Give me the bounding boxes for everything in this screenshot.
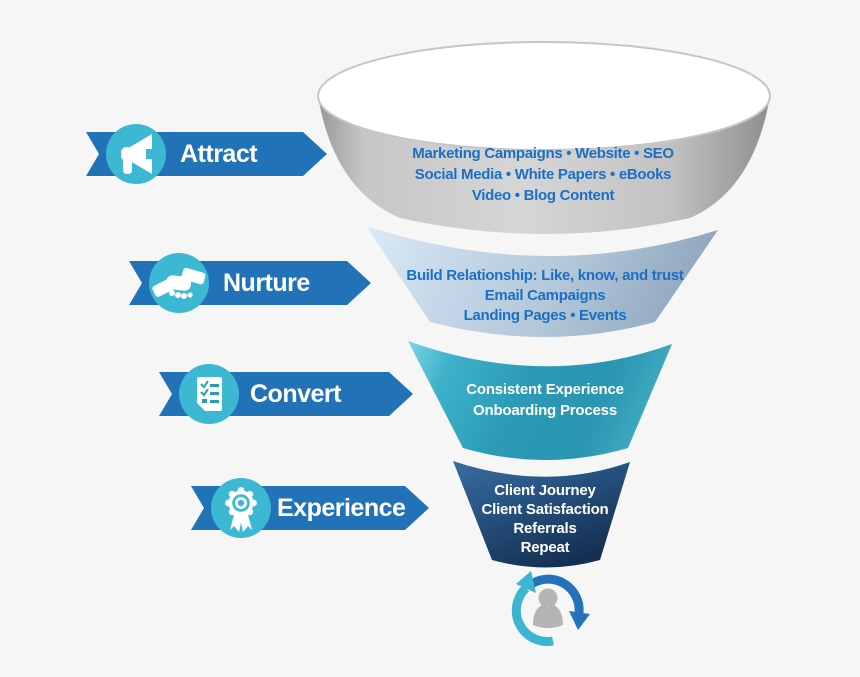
funnel-text-line: Social Media • White Papers • eBooks [414,166,672,183]
stage-banner-nurture: Nurture [129,251,371,315]
cycle-arrow-cyan-head [516,571,536,593]
funnel-text-line: Onboarding Process [473,402,617,419]
funnel-stage-convert-shape [408,341,672,460]
funnel-text-line: Email Campaigns [484,287,606,304]
stage-label-convert: Convert [250,380,341,408]
stage-banner-attract: Attract [86,122,327,186]
stage-label-nurture: Nurture [223,269,310,297]
funnel-text-line: Video • Blog Content [471,187,615,204]
funnel-text-line: Landing Pages • Events [463,307,627,324]
funnel-text-attract: Marketing Campaigns • Website • SEO Soci… [363,143,723,206]
funnel-text-line: Client Journey [494,482,596,499]
megaphone-icon [121,134,152,174]
experience-banner-graphic [191,478,429,538]
nurture-banner-graphic [129,253,371,313]
funnel-text-line: Marketing Campaigns • Website • SEO [412,145,674,162]
customer-cycle-icon [511,571,590,647]
convert-banner-graphic [159,364,413,424]
stage-banner-experience: Experience [191,476,429,540]
stage-banner-convert: Convert [159,362,413,426]
person-body [533,604,563,628]
funnel-text-nurture: Build Relationship: Like, know, and trus… [385,266,705,326]
funnel-stage-experience-shape [453,461,630,568]
funnel-text-experience: Client Journey Client Satisfaction Refer… [445,481,645,557]
funnel-text-convert: Consistent Experience Onboarding Process [420,379,670,421]
person-head [538,588,558,608]
funnel-text-line: Repeat [520,539,570,556]
checklist-icon [197,377,222,411]
award-ribbon-icon [225,487,257,532]
cycle-arrow-cyan [511,584,554,647]
funnel-stage-nurture-shape [366,226,718,337]
cycle-arrow-blue [527,574,584,614]
attract-banner-graphic [86,124,327,184]
funnel-text-line: Consistent Experience [466,381,624,398]
stage-label-experience: Experience [277,494,406,522]
funnel-text-line: Referrals [513,520,577,537]
funnel-text-line: Build Relationship: Like, know, and trus… [406,267,684,284]
funnel-text-line: Client Satisfaction [481,501,609,518]
cycle-arrow-blue-head [569,611,590,630]
stage-label-attract: Attract [180,140,258,168]
funnel-top-opening [317,41,771,151]
handshake-icon [152,267,206,299]
